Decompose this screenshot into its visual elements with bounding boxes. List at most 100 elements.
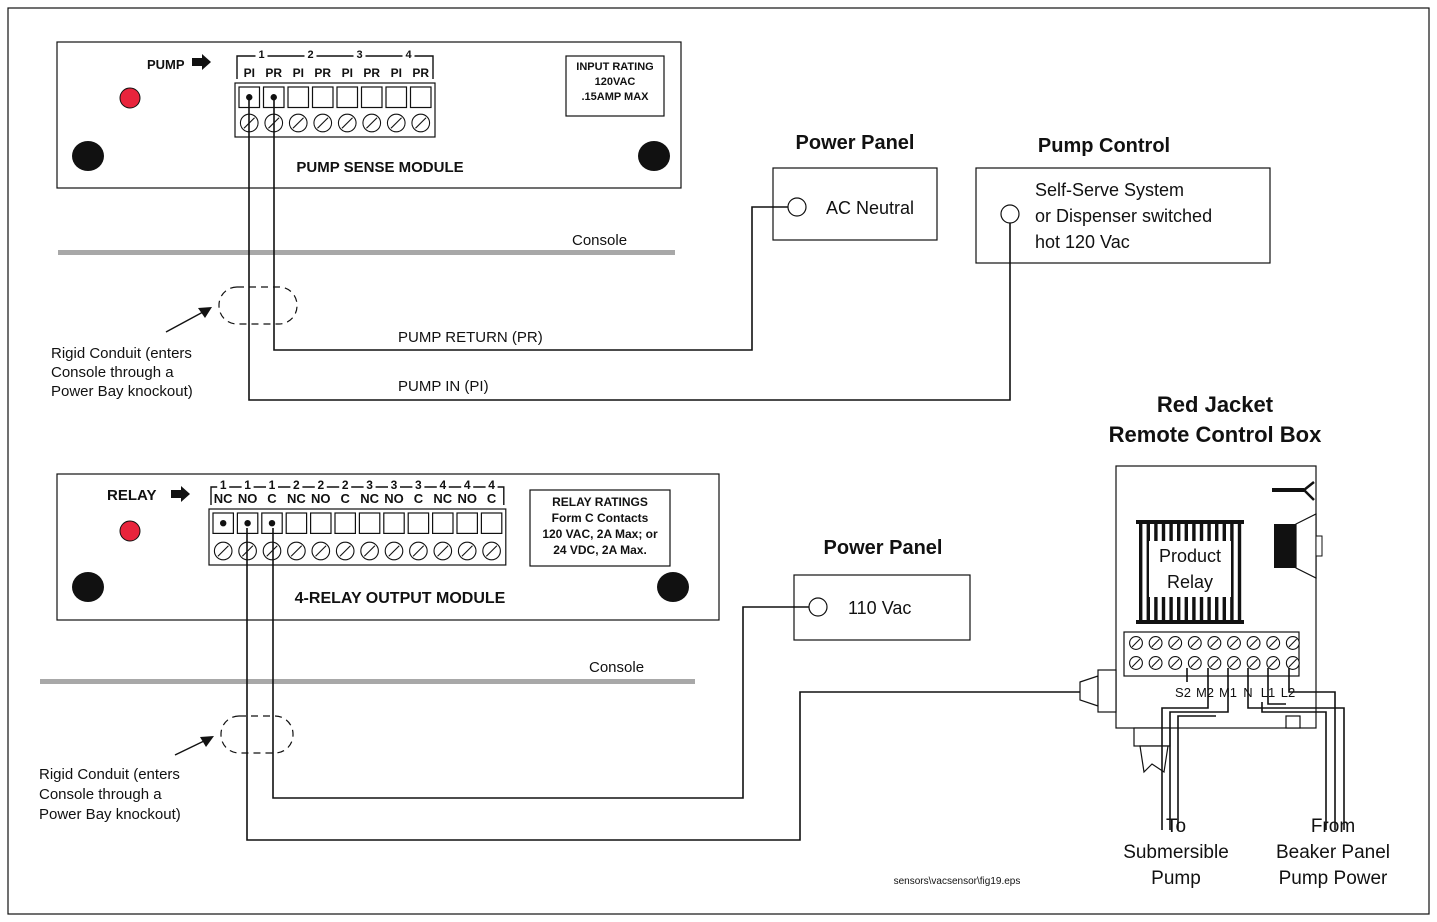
product-relay-label-line-1: Product bbox=[1159, 546, 1221, 566]
relay-terminal-label: C bbox=[414, 491, 424, 506]
relay-terminal-box bbox=[383, 512, 405, 534]
pump-terminal-label: PR bbox=[363, 66, 380, 80]
relay-terminal-label: C bbox=[267, 491, 277, 506]
relay-terminal-label: NO bbox=[384, 491, 404, 506]
relay-group-number-bg bbox=[217, 480, 230, 490]
pump-rating-line-3: .15AMP MAX bbox=[581, 91, 649, 103]
relay-terminal-dot bbox=[220, 520, 227, 527]
top-console-bar bbox=[58, 250, 675, 255]
relay-terminal-label: NC bbox=[287, 491, 306, 506]
pump-terminal-block bbox=[234, 82, 436, 138]
pump-group-number: 1 bbox=[258, 49, 264, 61]
red-jacket-title-line-1: Red Jacket bbox=[1157, 392, 1274, 417]
rj-terminal-screw-slot bbox=[1288, 638, 1298, 648]
bottom-conduit-note-line-2: Console through a bbox=[39, 786, 162, 803]
relay-terminal-box bbox=[456, 512, 478, 534]
pump-terminal-label: PI bbox=[244, 66, 255, 80]
to-label-line-1: To bbox=[1166, 816, 1186, 837]
relay-strip-outline bbox=[208, 508, 507, 566]
rj-terminal-screw-slot bbox=[1151, 658, 1160, 668]
rj-terminal-screw-slot bbox=[1170, 658, 1180, 668]
relay-group-number-bg bbox=[314, 480, 327, 490]
relay-terminal-label: NC bbox=[360, 491, 379, 506]
pump-bracket-line bbox=[236, 55, 434, 79]
relay-mount-hole-right bbox=[657, 572, 689, 602]
relay-group-number: 4 bbox=[488, 478, 495, 492]
to-label-line-3: Pump bbox=[1151, 868, 1201, 889]
relay-group-number: 3 bbox=[391, 478, 398, 492]
to-label-line-2: Submersible bbox=[1123, 842, 1229, 863]
pump-rating-line-2: 120VAC bbox=[595, 76, 636, 88]
relay-group-number-bg bbox=[388, 480, 400, 490]
n-wire bbox=[1247, 668, 1345, 830]
relay-terminal-dot bbox=[268, 520, 276, 527]
rj-terminal-screws bbox=[1129, 636, 1300, 670]
pump-control-line-1: Self-Serve System bbox=[1035, 180, 1184, 200]
bottom-rigid-conduit bbox=[220, 715, 294, 754]
pump-terminal-box bbox=[311, 86, 334, 109]
relay-group-number-bg bbox=[266, 480, 278, 490]
relay-group-number: 2 bbox=[317, 478, 324, 492]
relay-group-number-bg bbox=[241, 480, 254, 490]
product-relay-label-line-2: Relay bbox=[1167, 572, 1213, 592]
relay-terminal-screw-slot bbox=[217, 545, 229, 557]
relay-terminal-screw-slot bbox=[437, 545, 449, 557]
relay-coil-stripe bbox=[1230, 520, 1234, 624]
relay-rating-line-3: 120 VAC, 2A Max; or bbox=[542, 527, 658, 541]
relay-terminal-box bbox=[358, 512, 381, 534]
relay-terminal-screw-slot bbox=[266, 545, 278, 557]
side-conduit-nut-icon bbox=[1097, 669, 1117, 713]
l1-stub-wire bbox=[1267, 668, 1286, 705]
relay-module-title: 4-RELAY OUTPUT MODULE bbox=[295, 590, 506, 607]
pump-control-box bbox=[975, 167, 1271, 264]
pump-control-line-2: or Dispenser switched bbox=[1035, 206, 1212, 226]
pump-terminal-box bbox=[385, 86, 408, 109]
ac-neutral-label: AC Neutral bbox=[826, 198, 914, 218]
from-label-line-1: From bbox=[1311, 816, 1355, 837]
relay-terminal-box bbox=[285, 512, 308, 534]
bottom-console-bar bbox=[40, 679, 695, 684]
rj-terminal-screw-slot bbox=[1131, 658, 1141, 668]
l2-wire bbox=[1288, 668, 1336, 830]
rj-terminal-screw-slot bbox=[1190, 658, 1200, 668]
side-conduit-fitting-icon bbox=[1079, 675, 1099, 707]
relay-group-number: 4 bbox=[464, 478, 471, 492]
rj-terminal-screw-slot bbox=[1229, 638, 1239, 648]
pump-arrow-label: PUMP bbox=[147, 57, 185, 72]
relay-terminal-screw-slot bbox=[290, 545, 303, 557]
l1-wire bbox=[1261, 702, 1327, 830]
pump-terminal-screw-slot bbox=[292, 117, 304, 129]
rj-terminal-l2-label: L2 bbox=[1281, 685, 1295, 700]
from-label-line-3: Pump Power bbox=[1279, 868, 1388, 889]
relay-group-number-bg bbox=[363, 480, 376, 490]
top-conduit-note-line-2: Console through a bbox=[51, 364, 174, 381]
pump-terminal-box bbox=[409, 86, 432, 109]
relay-group-number: 1 bbox=[220, 478, 227, 492]
relay-terminal-box bbox=[432, 512, 454, 534]
relay-group-number-bg bbox=[290, 480, 303, 490]
pump-terminal-screw-slot bbox=[415, 117, 427, 129]
relay-terminal-box bbox=[334, 512, 356, 534]
pump-terminal-label: PI bbox=[293, 66, 304, 80]
pump-module-title: PUMP SENSE MODULE bbox=[296, 159, 463, 176]
disconnect-handle-tip-icon bbox=[1303, 481, 1315, 501]
relay-coil-bottom-bar bbox=[1136, 620, 1244, 624]
relay-terminal-block bbox=[208, 508, 507, 566]
rj-terminal-screw-slot bbox=[1249, 638, 1258, 648]
pump-terminal-screw-slot bbox=[390, 117, 402, 129]
bottom-conduit-pointer-line bbox=[174, 740, 205, 756]
relay-terminal-label: C bbox=[487, 491, 497, 506]
rj-terminal-screw-slot bbox=[1268, 658, 1278, 668]
relay-rating-line-4: 24 VDC, 2A Max. bbox=[553, 543, 647, 557]
figure-border bbox=[7, 7, 1430, 915]
pump-terminal-label: PR bbox=[265, 66, 282, 80]
relay-group-number-bg bbox=[412, 480, 425, 490]
relay-terminal-box bbox=[480, 512, 503, 534]
relay-terminal-box bbox=[310, 512, 332, 534]
relay-group-number: 4 bbox=[439, 478, 446, 492]
pump-group-number-bg bbox=[304, 49, 317, 59]
